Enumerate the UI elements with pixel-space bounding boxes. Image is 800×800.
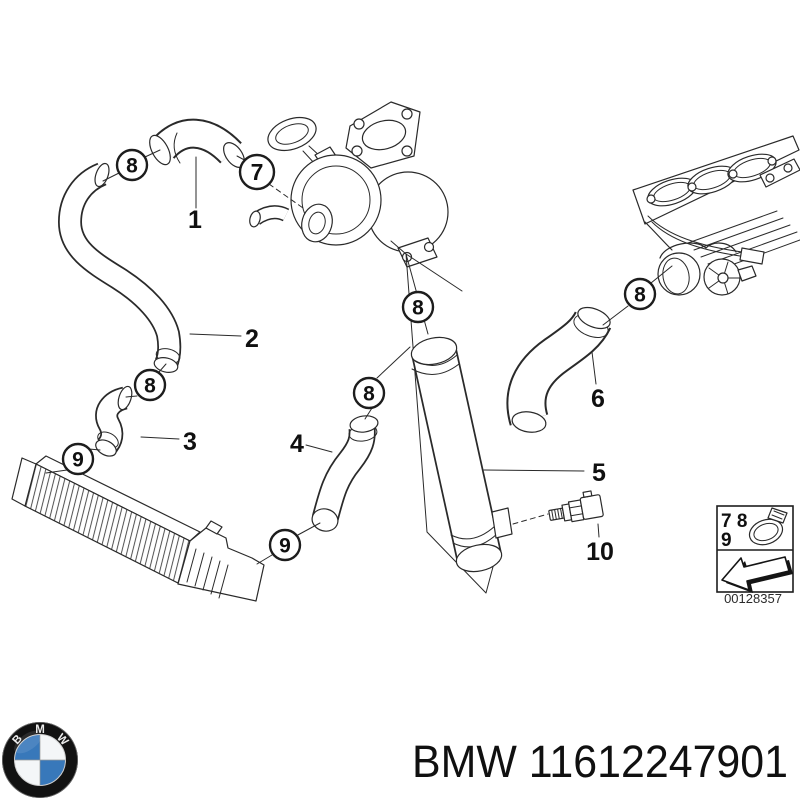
sensor-boss [491, 507, 513, 539]
callout-7-label: 7 [251, 159, 264, 185]
intake-manifold [632, 135, 800, 272]
part-label-4: 4 [290, 430, 304, 458]
svg-text:9: 9 [279, 535, 291, 558]
charge-pipe-5 [410, 336, 513, 573]
footer-part-number: BMW 11612247901 [412, 736, 788, 787]
hose-clamp-icon [748, 507, 788, 546]
callout-8-label: 8 [126, 155, 138, 178]
svg-text:8: 8 [144, 375, 156, 398]
clamp-callout-9-hose3: 9 [61, 442, 95, 476]
hose-1-turbo-inlet [149, 118, 245, 168]
bmw-logo: B M W [2, 722, 78, 798]
legend-row1-numbers: 7 8 [721, 511, 747, 532]
clamp-callout-8-hose6: 8 [623, 277, 657, 311]
hose-3-intercooler-inlet [95, 385, 133, 457]
clamp-callout-8-hose1: 8 [115, 148, 149, 182]
svg-text:9: 9 [72, 449, 84, 472]
part-label-10: 10 [586, 538, 614, 566]
hose-4-intercooler-outlet [311, 415, 379, 532]
turbocharger [249, 101, 449, 268]
direction-arrow-icon [721, 556, 793, 593]
throttle-inlet [657, 252, 701, 296]
manifold-ribs [687, 210, 800, 272]
turbine-housing [367, 171, 449, 253]
wastegate-actuator [267, 116, 317, 152]
part-label-1: 1 [188, 206, 202, 234]
part-label-2: 2 [245, 325, 259, 353]
legend-image-number: 00128357 [724, 591, 782, 606]
intercooler-left-endcap [11, 457, 37, 507]
temp-sensor-10 [548, 490, 604, 523]
part-label-5: 5 [592, 459, 606, 487]
manifold-ports [647, 153, 777, 207]
clamp-callout-9-hose4: 9 [268, 528, 302, 562]
part-label-3: 3 [183, 428, 197, 456]
part-label-6: 6 [591, 385, 605, 413]
compressor-inlet [301, 203, 333, 243]
clamp-callout-8-hose2: 8 [133, 368, 167, 402]
svg-text:8: 8 [634, 284, 646, 307]
hose-2-intercooler-feed [57, 162, 182, 373]
intercooler [11, 455, 265, 602]
throttle-body [657, 242, 757, 296]
legend-box: 7 8 9 [716, 505, 794, 593]
logo-letter-m: M [35, 724, 45, 736]
hose-6-throttle-feed [506, 306, 612, 433]
bmw-roundel-quadrants [14, 734, 66, 786]
clamp-callout-7-turbo: 7 [238, 153, 276, 191]
svg-text:8: 8 [363, 383, 375, 406]
clamp-callout-8-pipe5: 8 [401, 290, 435, 324]
legend-row2-numbers: 9 [721, 530, 732, 551]
leader-lines [45, 149, 673, 565]
svg-text:8: 8 [412, 297, 424, 320]
clamp-callout-8-hose4: 8 [352, 376, 386, 410]
